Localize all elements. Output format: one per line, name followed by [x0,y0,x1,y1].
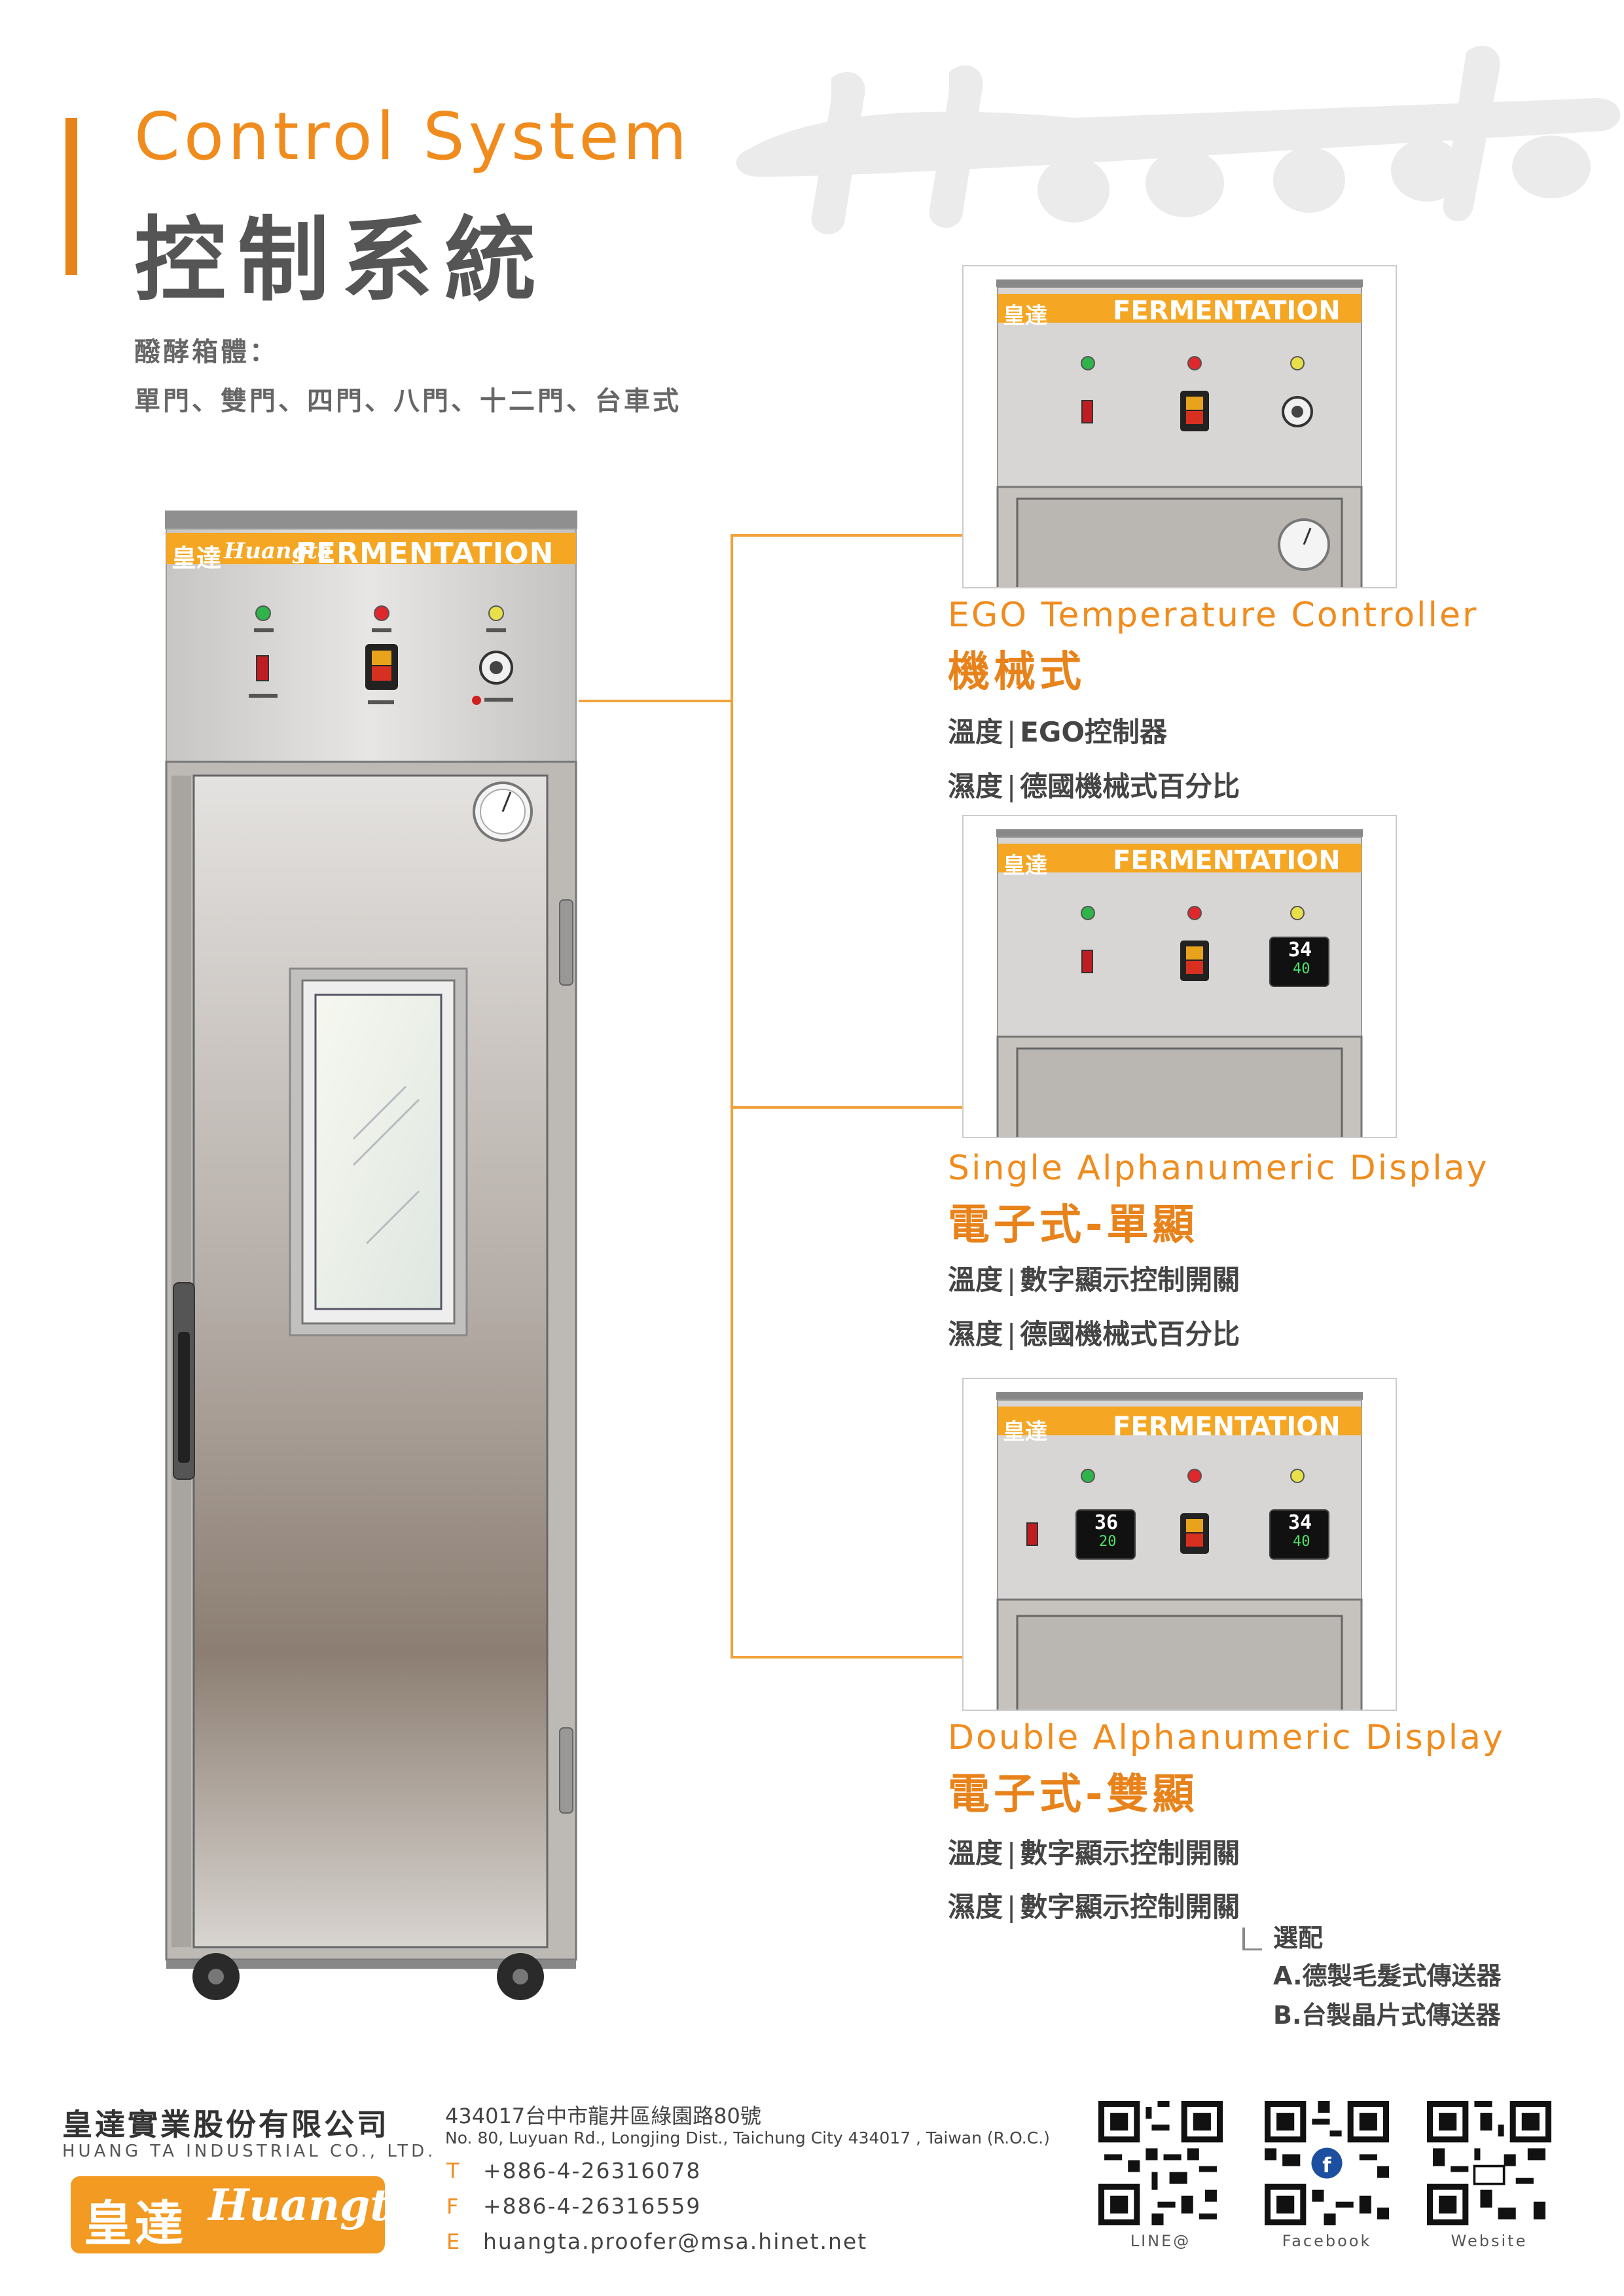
connector-option-3 [731,1656,962,1659]
panel-3-right-display-bottom: 40 [1293,1534,1310,1550]
panel-3-right-display-top: 34 [1288,1511,1312,1534]
website-qr-label: Website [1451,2232,1528,2250]
panel-3-left-display-top: 36 [1094,1511,1119,1534]
optional-item-a: A.德製毛髮式傳送器 [1273,1962,1502,1990]
panel-double-display [962,1378,1397,1711]
connector-option-1 [731,534,962,537]
option-3-line-1: 溫度|數字顯示控制開關 [948,1831,1240,1871]
connector-from-machine [579,700,733,702]
company-logo-script: Huangta [208,2179,418,2231]
tel-key: T [446,2159,460,2183]
option-1-line-2-label: 濕度 [948,770,1003,802]
panel-1-title: FERMENTATION [1113,296,1341,326]
panel-single-display [962,815,1397,1138]
email-key: E [446,2229,460,2254]
panel-2-display-top: 34 [1288,939,1312,961]
fax-key: F [446,2194,459,2219]
option-1-title-zh: 機械式 [948,648,1085,696]
facebook-qr-code[interactable]: f [1265,2101,1389,2225]
option-3-title-zh: 電子式-雙顯 [948,1770,1199,1819]
panel-2-display-bottom: 40 [1293,961,1310,977]
panel-1-brand-zh: 皇達 [1003,303,1047,329]
option-2-line-1-sep: | [1007,1264,1017,1296]
option-3-title-en: Double Alphanumeric Display [948,1718,1505,1757]
option-1-line-2-value: 德國機械式百分比 [1020,770,1240,802]
option-1-line-2: 濕度|德國機械式百分比 [948,764,1240,804]
cabinet-body-label: 醱酵箱體： [134,337,278,367]
svg-text:f: f [1322,2154,1331,2178]
panel-3-brand-zh: 皇達 [1003,1419,1047,1445]
option-3-line-2: 濕度|數字顯示控制開關 [948,1885,1240,1925]
panel-ego-controller [962,265,1397,588]
option-3-line-2-sep: | [1007,1891,1017,1923]
optional-item-b: B.台製晶片式傳送器 [1273,2001,1501,2030]
address-en: No. 80, Luyuan Rd., Longjing Dist., Taic… [445,2128,1050,2147]
option-1-line-1-sep: | [1007,716,1017,748]
company-name-zh: 皇達實業股份有限公司 [62,2107,389,2142]
fax-value: +886-4-26316559 [483,2193,702,2219]
option-1-line-1-label: 溫度 [948,716,1003,748]
option-2-line-2: 濕度|德國機械式百分比 [948,1312,1240,1352]
option-2-title-en: Single Alphanumeric Display [948,1149,1489,1188]
option-2-line-1-value: 數字顯示控制開關 [1020,1264,1240,1296]
panel-3-left-display-bottom: 20 [1099,1534,1117,1550]
facebook-qr-label: Facebook [1282,2232,1372,2250]
machine-brand-zh: 皇達 [171,544,222,573]
connector-option-2 [731,1106,962,1109]
page-title-chinese: 控制系統 [134,207,549,314]
optional-bracket-vertical [1242,1928,1245,1950]
option-3-line-1-sep: | [1007,1837,1017,1869]
panel-3-title: FERMENTATION [1113,1412,1341,1442]
machine-brand-script: Huangta [224,538,333,564]
option-2-line-1-label: 溫度 [948,1264,1003,1296]
option-2-title-zh: 電子式-單顯 [948,1201,1199,1249]
panel-2-brand-zh: 皇達 [1003,853,1047,879]
optional-bracket-horizontal [1242,1948,1262,1950]
option-1-line-1-value: EGO控制器 [1020,716,1168,748]
website-qr-code[interactable] [1427,2101,1551,2225]
huangta-watermark-logo [736,46,1621,235]
option-2-line-2-sep: | [1007,1318,1017,1350]
option-3-line-1-value: 數字顯示控制開關 [1020,1837,1240,1869]
option-2-line-2-value: 德國機械式百分比 [1020,1318,1240,1350]
option-3-line-1-label: 溫度 [948,1837,1003,1869]
option-3-line-2-value: 數字顯示控制開關 [1020,1891,1240,1923]
option-1-title-en: EGO Temperature Controller [948,596,1479,635]
line-qr-label: LINE@ [1130,2232,1191,2250]
option-2-line-1: 溫度|數字顯示控制開關 [948,1258,1240,1298]
company-logo-zh: 皇達 [84,2196,186,2252]
option-3-line-2-label: 濕度 [948,1891,1003,1923]
company-logo-box [71,2176,385,2253]
cabinet-body-types: 單門、雙門、四門、八門、十二門、台車式 [134,386,681,416]
company-name-en: HUANG TA INDUSTRIAL CO., LTD. [62,2142,437,2161]
address-zh: 434017台中市龍井區綠園路80號 [445,2104,761,2128]
line-qr-code[interactable] [1098,2101,1223,2225]
proofer-cabinet-illustration [165,511,577,2000]
tel-value: +886-4-26316078 [483,2158,702,2183]
optional-label: 選配 [1273,1924,1324,1952]
email-link[interactable]: huangta.proofer@msa.hinet.net [483,2229,868,2254]
option-1-line-1: 溫度|EGO控制器 [948,710,1167,750]
machine-panel-title: FERMENTATION [296,537,554,570]
panel-2-title: FERMENTATION [1113,846,1341,876]
title-accent-bar [65,118,77,275]
option-2-line-2-label: 濕度 [948,1318,1003,1350]
connector-trunk [731,534,733,1659]
option-1-line-2-sep: | [1007,770,1017,802]
page-title-english: Control System [134,98,691,175]
